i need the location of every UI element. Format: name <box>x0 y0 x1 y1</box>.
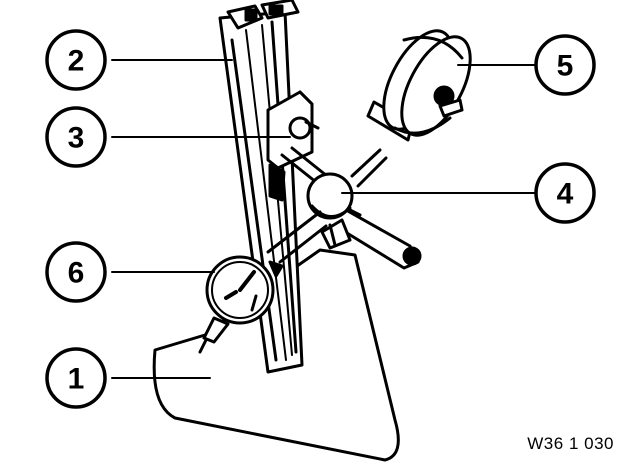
callout-circle-5 <box>534 34 596 96</box>
callout-label-6: 6 <box>68 257 85 290</box>
figure-reference-code: W36 1 030 <box>527 434 614 453</box>
dial-gauge <box>198 255 284 354</box>
leader-lines <box>111 59 541 379</box>
roller-wheel <box>366 29 472 142</box>
callout-label-4: 4 <box>557 178 574 211</box>
callout-label-3: 3 <box>68 122 85 155</box>
callout-circle-1 <box>45 347 107 409</box>
callout-circles <box>45 29 596 409</box>
callout-circle-4 <box>534 162 596 224</box>
swivel-joint <box>306 172 354 250</box>
callout-label-2: 2 <box>68 45 85 78</box>
callout-circle-6 <box>45 241 107 303</box>
gauge-arm <box>266 148 388 264</box>
callout-label-5: 5 <box>557 50 574 83</box>
column-clamp <box>266 90 320 202</box>
callout-circle-2 <box>45 29 107 91</box>
callout-circle-3 <box>45 106 107 168</box>
callout-label-1: 1 <box>68 363 85 396</box>
